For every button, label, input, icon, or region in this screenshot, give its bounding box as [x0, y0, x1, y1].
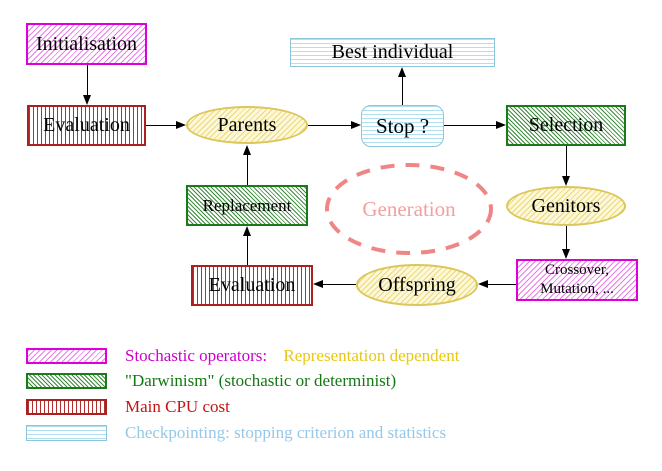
legend-label-darwinism: "Darwinism" (stochastic or determinist): [125, 371, 397, 390]
legend-row-darwinism: "Darwinism" (stochastic or determinist): [26, 371, 396, 391]
arrow-line-stop-to-best: [402, 77, 403, 105]
node-evaluation-top: Evaluation: [27, 105, 146, 146]
node-best-individual-label: Best individual: [331, 41, 454, 63]
arrowhead-right-parents-to-stop: [351, 121, 361, 129]
node-stop-label: Stop ?: [375, 113, 430, 138]
arrow-line-stop-to-selection: [444, 125, 497, 126]
legend-label-stochastic-operators: Stochastic operators:: [125, 346, 268, 365]
arrowhead-up-evaluation-to-replacement: [243, 226, 251, 236]
node-evaluation-top-label: Evaluation: [43, 114, 130, 136]
arrowhead-right-stop-to-selection: [496, 121, 506, 129]
arrow-line-genitors-to-crossover: [566, 226, 567, 250]
legend-label-checkpointing: Checkpointing: stopping criterion and st…: [125, 423, 447, 442]
arrowhead-left-offspring-to-evaluation: [313, 280, 323, 288]
arrowhead-down-genitors-to-crossover: [562, 249, 570, 259]
arrow-line-selection-to-genitors: [566, 146, 567, 177]
legend-row-stochastic-operators: Stochastic operators: Representation dep…: [26, 346, 459, 366]
arrowhead-down-init-to-evaluation: [83, 95, 91, 105]
legend-swatch-magenta-hatch: [26, 348, 107, 364]
legend-row-main-cpu-cost: Main CPU cost: [26, 397, 230, 417]
arrowhead-left-crossover-to-offspring: [478, 280, 488, 288]
node-parents: Parents: [186, 106, 308, 144]
arrow-line-evaluation-to-replacement: [247, 236, 248, 265]
arrowhead-up-stop-to-best: [398, 67, 406, 77]
node-best-individual: Best individual: [290, 38, 495, 67]
legend-label-main-cpu-cost: Main CPU cost: [125, 397, 230, 416]
arrowhead-right-evaluation-to-parents: [176, 121, 186, 129]
legend-row-checkpointing: Checkpointing: stopping criterion and st…: [26, 423, 446, 443]
node-selection-label: Selection: [528, 114, 604, 136]
legend-swatch-red-stripes: [26, 399, 107, 415]
legend-swatch-cyan-stripes: [26, 425, 107, 441]
generation-label: Generation: [362, 196, 456, 221]
node-selection: Selection: [506, 105, 626, 146]
node-crossover-line2: Mutation, ...: [540, 281, 614, 297]
arrow-line-replacement-to-parents: [247, 155, 248, 185]
node-replacement-label: Replacement: [202, 195, 292, 215]
legend-label-representation-dependent: Representation dependent: [283, 346, 460, 365]
arrow-line-offspring-to-evaluation: [323, 284, 356, 285]
arrow-line-evaluation-to-parents: [146, 125, 177, 126]
arrowhead-down-selection-to-genitors: [562, 176, 570, 186]
node-stop: Stop ?: [361, 105, 444, 147]
node-offspring: Offspring: [356, 264, 478, 306]
generation-cycle: Generation: [323, 161, 495, 257]
arrow-line-init-to-evaluation: [87, 65, 88, 96]
node-initialisation-label: Initialisation: [35, 32, 138, 55]
node-parents-label: Parents: [217, 113, 277, 136]
node-genitors: Genitors: [506, 186, 626, 226]
node-genitors-label: Genitors: [531, 194, 601, 217]
legend-swatch-green-hatch: [26, 373, 107, 389]
generation-dashed-ellipse-icon: [325, 163, 493, 255]
arrowhead-up-replacement-to-parents: [243, 145, 251, 155]
node-replacement: Replacement: [186, 185, 308, 226]
node-crossover-mutation: Crossover, Mutation, ...: [516, 259, 638, 301]
node-evaluation-bottom: Evaluation: [191, 265, 313, 306]
node-offspring-label: Offspring: [378, 273, 456, 296]
arrow-line-crossover-to-offspring: [488, 284, 516, 285]
node-evaluation-bottom-label: Evaluation: [208, 274, 296, 296]
node-initialisation: Initialisation: [26, 23, 147, 65]
arrow-line-parents-to-stop: [308, 125, 352, 126]
node-crossover-line1: Crossover,: [545, 262, 609, 279]
